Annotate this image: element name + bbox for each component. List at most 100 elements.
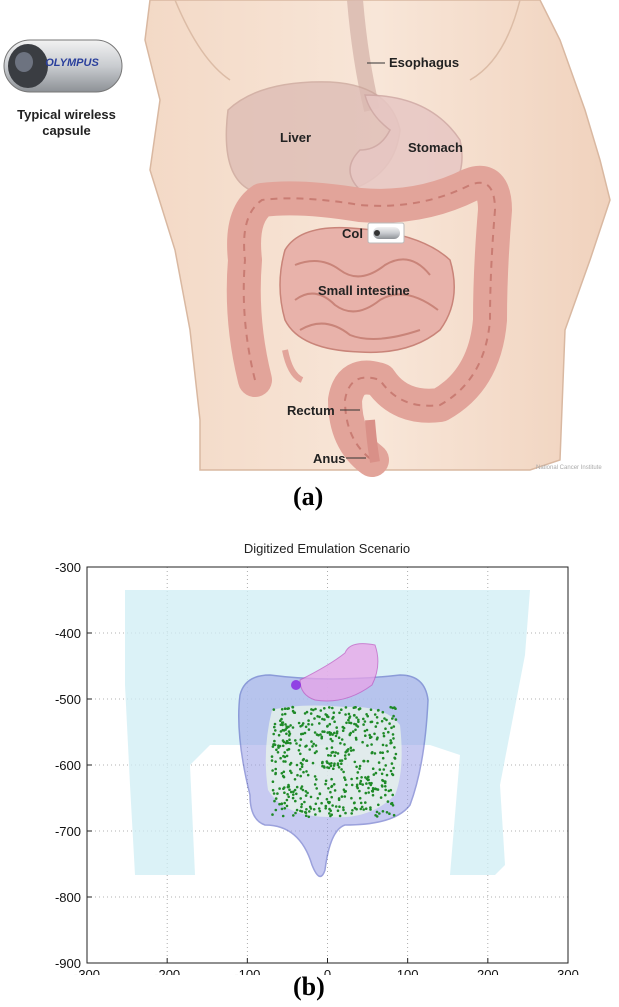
intestine-point bbox=[364, 720, 367, 723]
intestine-point bbox=[315, 803, 318, 806]
intestine-point bbox=[279, 757, 282, 760]
intestine-point bbox=[312, 762, 315, 765]
intestine-point bbox=[390, 802, 393, 805]
intestine-point bbox=[288, 788, 291, 791]
intestine-point bbox=[328, 808, 331, 811]
intestine-point bbox=[287, 726, 290, 729]
intestine-point bbox=[338, 736, 341, 739]
intestine-point bbox=[272, 733, 275, 736]
intestine-point bbox=[340, 708, 343, 711]
intestine-point bbox=[289, 763, 292, 766]
intestine-point bbox=[379, 751, 382, 754]
x-tick-label: -100 bbox=[234, 967, 260, 975]
intestine-point bbox=[283, 802, 286, 805]
intestine-point bbox=[330, 738, 333, 741]
intestine-point bbox=[321, 761, 324, 764]
intestine-point bbox=[335, 735, 338, 738]
intestine-point bbox=[272, 745, 275, 748]
intestine-point bbox=[340, 768, 343, 771]
y-tick-label: -700 bbox=[55, 824, 81, 839]
intestine-point bbox=[395, 718, 398, 721]
intestine-point bbox=[323, 707, 326, 710]
intestine-point bbox=[372, 787, 375, 790]
intestine-point bbox=[329, 791, 332, 794]
intestine-point bbox=[314, 813, 317, 816]
label-liver: Liver bbox=[280, 130, 311, 145]
intestine-point bbox=[340, 762, 343, 765]
intestine-point bbox=[356, 777, 359, 780]
intestine-point bbox=[384, 794, 387, 797]
intestine-point bbox=[276, 792, 279, 795]
intestine-point bbox=[290, 772, 293, 775]
emulation-scene bbox=[125, 590, 530, 876]
figure-label-a: (a) bbox=[293, 482, 323, 512]
intestine-point bbox=[359, 782, 362, 785]
capsule-marker bbox=[291, 680, 301, 690]
intestine-point bbox=[329, 733, 332, 736]
intestine-point bbox=[281, 772, 284, 775]
intestine-point bbox=[284, 807, 287, 810]
intestine-point bbox=[365, 807, 368, 810]
intestine-point bbox=[339, 742, 342, 745]
intestine-point bbox=[376, 811, 379, 814]
intestine-point bbox=[314, 775, 317, 778]
intestine-point bbox=[379, 768, 382, 771]
intestine-point bbox=[386, 750, 389, 753]
intestine-point bbox=[347, 748, 350, 751]
x-tick-label: 200 bbox=[477, 967, 499, 975]
intestine-point bbox=[292, 814, 295, 817]
intestine-point bbox=[308, 728, 311, 731]
intestine-point bbox=[299, 753, 302, 756]
intestine-point bbox=[316, 715, 319, 718]
intestine-point bbox=[275, 749, 278, 752]
intestine-point bbox=[328, 812, 331, 815]
intestine-point bbox=[289, 742, 292, 745]
intestine-point bbox=[286, 805, 289, 808]
intestine-point bbox=[274, 768, 277, 771]
intestine-point bbox=[392, 737, 395, 740]
intestine-point bbox=[277, 744, 280, 747]
intestine-point bbox=[294, 739, 297, 742]
intestine-point bbox=[335, 805, 338, 808]
intestine-point bbox=[378, 761, 381, 764]
intestine-point bbox=[308, 810, 311, 813]
capsule-in-colon bbox=[368, 223, 404, 243]
intestine-point bbox=[391, 762, 394, 765]
intestine-point bbox=[296, 809, 299, 812]
intestine-point bbox=[314, 731, 317, 734]
intestine-point bbox=[353, 723, 356, 726]
chart-title: Digitized Emulation Scenario bbox=[244, 541, 410, 556]
intestine-point bbox=[384, 782, 387, 785]
intestine-point bbox=[326, 760, 329, 763]
intestine-point bbox=[334, 755, 337, 758]
intestine-point bbox=[395, 753, 398, 756]
intestine-point bbox=[301, 766, 304, 769]
intestine-point bbox=[358, 767, 361, 770]
intestine-point bbox=[282, 755, 285, 758]
capsule-caption-line2: capsule bbox=[4, 123, 129, 139]
intestine-point bbox=[326, 766, 329, 769]
intestine-point bbox=[380, 796, 383, 799]
intestine-point bbox=[315, 778, 318, 781]
intestine-point bbox=[305, 808, 308, 811]
intestine-point bbox=[352, 749, 355, 752]
intestine-point bbox=[275, 809, 278, 812]
intestine-point bbox=[370, 782, 373, 785]
intestine-point bbox=[305, 794, 308, 797]
intestine-point bbox=[301, 785, 304, 788]
intestine-point bbox=[283, 741, 286, 744]
intestine-point bbox=[337, 752, 340, 755]
intestine-point bbox=[394, 707, 397, 710]
intestine-point bbox=[385, 744, 388, 747]
intestine-point bbox=[344, 795, 347, 798]
intestine-point bbox=[292, 726, 295, 729]
figure-label-b: (b) bbox=[293, 972, 325, 1002]
intestine-point bbox=[326, 798, 329, 801]
intestine-point bbox=[343, 743, 346, 746]
intestine-point bbox=[334, 751, 337, 754]
intestine-point bbox=[344, 812, 347, 815]
intestine-point bbox=[337, 762, 340, 765]
intestine-point bbox=[324, 807, 327, 810]
intestine-point bbox=[381, 784, 384, 787]
intestine-point bbox=[370, 736, 373, 739]
